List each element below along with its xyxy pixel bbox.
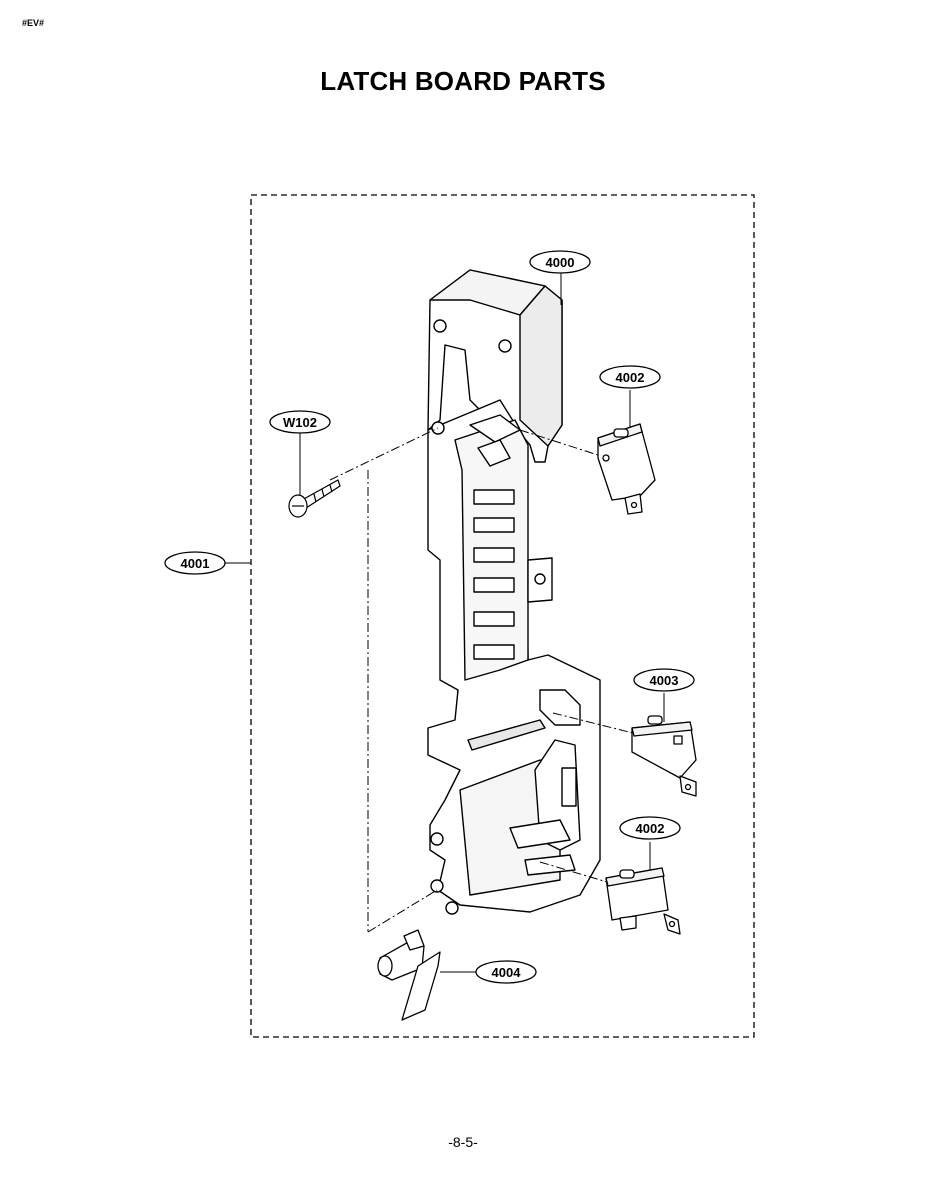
document-code: #EV#: [22, 18, 45, 28]
screw: [288, 479, 341, 518]
callout-oval-4003: [633, 668, 695, 692]
callout-oval-4000: [529, 250, 591, 274]
callout-4001: 4001: [181, 556, 210, 571]
callout-oval-4002-top: [599, 365, 661, 389]
microswitch-bottom: [605, 867, 681, 935]
latch-lever: [377, 929, 441, 1021]
microswitch-top: [597, 423, 656, 515]
callout-oval-4004: [475, 960, 537, 984]
assembly-frame: [250, 194, 755, 1038]
callout-4002-top: 4002: [616, 370, 645, 385]
latch-board: [427, 269, 601, 915]
callout-4000: 4000: [546, 255, 575, 270]
page-number: -8-5-: [448, 1134, 478, 1150]
callout-w102: W102: [283, 415, 317, 430]
callout-4004: 4004: [492, 965, 522, 980]
callout-oval-4001: [164, 551, 226, 575]
microswitch-middle: [631, 715, 697, 797]
callout-oval-4002-bottom: [619, 816, 681, 840]
callout-oval-w102: [269, 410, 331, 434]
callout-4003: 4003: [650, 673, 679, 688]
callout-4002-bottom: 4002: [636, 821, 665, 836]
page-title: LATCH BOARD PARTS: [320, 66, 606, 96]
